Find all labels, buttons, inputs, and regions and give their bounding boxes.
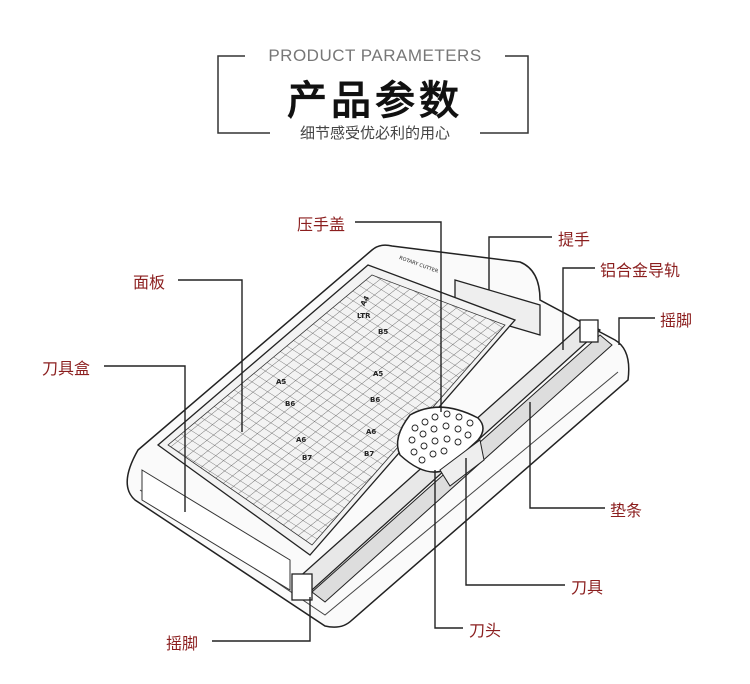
paper-size-mark: B6	[285, 400, 296, 408]
label-foot-right: 摇脚	[660, 311, 693, 330]
paper-size-mark: A5	[373, 370, 384, 378]
paper-size-mark: LTR	[357, 312, 371, 320]
paper-size-mark: B6	[370, 396, 381, 404]
paper-size-mark: A6	[366, 428, 377, 436]
paper-size-mark: B7	[302, 454, 313, 462]
header-subtitle: 细节感受优必利的用心	[270, 122, 480, 143]
paper-size-mark: B5	[378, 328, 389, 336]
rail-end-bottom	[291, 573, 313, 601]
cutter-head	[396, 406, 485, 487]
header-english-title: PRODUCT PARAMETERS	[250, 46, 500, 66]
label-pad-strip: 垫条	[610, 501, 643, 520]
label-handle: 提手	[558, 230, 591, 249]
label-press-cover: 压手盖	[297, 215, 346, 234]
label-blade: 刀具	[571, 578, 604, 597]
page-title: 产品参数	[287, 78, 463, 124]
label-foot-bottom: 摇脚	[166, 634, 199, 653]
label-aluminum-rail: 铝合金导轨	[600, 261, 681, 280]
paper-size-mark: A5	[276, 378, 287, 386]
label-panel: 面板	[133, 273, 166, 292]
paper-size-mark: B7	[364, 450, 375, 458]
blade-box	[141, 469, 291, 591]
label-cutter-head: 刀头	[469, 621, 502, 640]
label-blade-box: 刀具盒	[42, 359, 91, 378]
rail-end-top	[579, 319, 599, 343]
paper-size-mark: A6	[296, 436, 307, 444]
